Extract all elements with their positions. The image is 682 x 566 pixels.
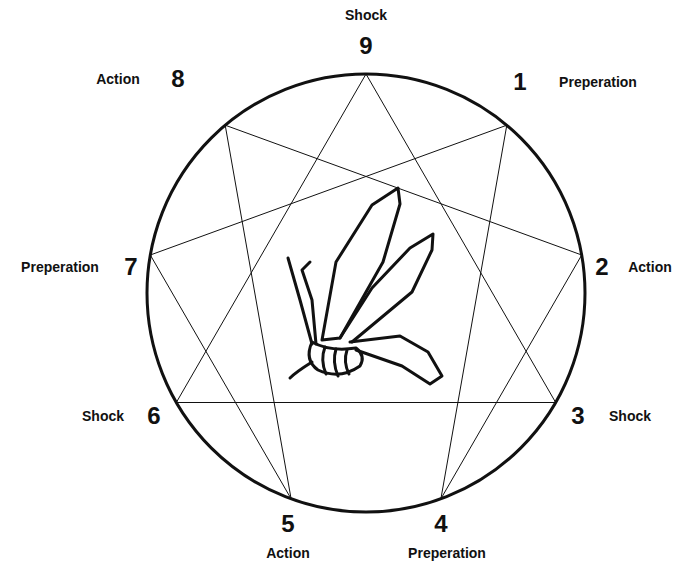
stage-word: Action	[96, 72, 140, 86]
stage-word: Action	[628, 260, 672, 274]
point-number: 3	[571, 404, 584, 428]
hexad-lines	[150, 125, 581, 499]
stage-word: Shock	[345, 8, 387, 22]
stage-word: Shock	[82, 409, 124, 423]
point-number: 7	[124, 255, 137, 279]
outer-circle	[147, 74, 585, 512]
point-number: 4	[434, 512, 447, 536]
stage-word: Preperation	[21, 260, 99, 274]
triangle-lines	[176, 74, 555, 403]
point-number: 6	[147, 404, 160, 428]
stage-word: Action	[266, 546, 310, 560]
stage-word: Preperation	[408, 546, 486, 560]
bee-illustration	[288, 188, 442, 384]
point-number: 9	[359, 34, 372, 58]
point-number: 5	[281, 512, 294, 536]
point-number: 8	[171, 67, 184, 91]
stage-word: Shock	[609, 409, 651, 423]
point-number: 2	[595, 255, 608, 279]
stage-word: Preperation	[559, 75, 637, 89]
point-number: 1	[513, 70, 526, 94]
